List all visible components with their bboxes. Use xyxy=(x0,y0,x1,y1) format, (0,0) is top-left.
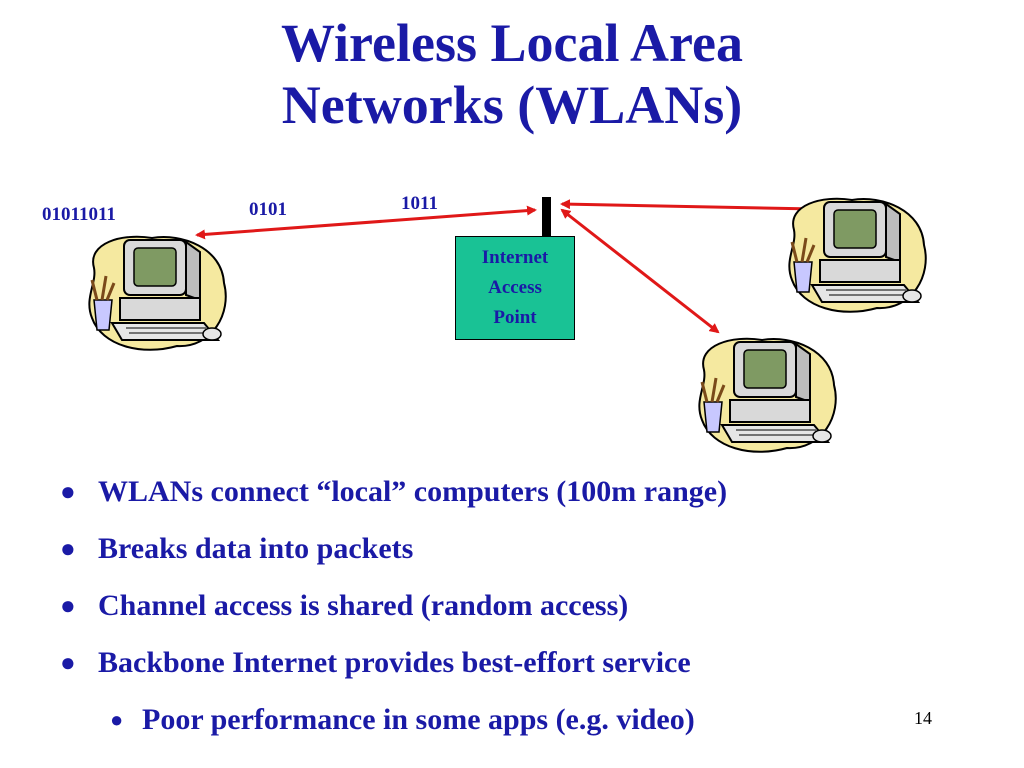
title-line-2: Networks (WLANs) xyxy=(281,75,743,135)
bullet-dot-icon: ● xyxy=(60,591,76,620)
bullet-list: ● WLANs connect “local” computers (100m r… xyxy=(60,470,960,755)
page-number: 14 xyxy=(914,708,932,728)
bullet-text: WLANs connect “local” computers (100m ra… xyxy=(98,475,728,508)
link-label-right: 1011 xyxy=(401,193,438,214)
access-point-line-1: Internet xyxy=(481,247,549,268)
access-point-box: Internet Access Point xyxy=(455,236,575,340)
bullet-text: Channel access is shared (random access) xyxy=(98,589,629,622)
link-arrow-bottom-right xyxy=(560,208,720,334)
bullet-item: ● Backbone Internet provides best-effort … xyxy=(60,641,960,698)
sub-bullet-item: ● Poor performance in some apps (e.g. vid… xyxy=(60,698,960,755)
link-arrow-top-right xyxy=(560,199,817,214)
title-line-1: Wireless Local Area xyxy=(281,13,743,73)
bullet-dot-icon: ● xyxy=(60,648,76,677)
bullet-item: ● WLANs connect “local” computers (100m r… xyxy=(60,470,960,527)
bullet-text: Backbone Internet provides best-effort s… xyxy=(98,646,691,679)
bullet-text: Poor performance in some apps (e.g. vide… xyxy=(142,703,695,736)
bullet-item: ● Channel access is shared (random access… xyxy=(60,584,960,641)
computer-icon xyxy=(82,228,232,363)
left-computer-bits: 01011011 xyxy=(42,204,116,225)
link-arrow-left xyxy=(195,205,537,240)
bullet-dot-icon: ● xyxy=(60,477,76,506)
bullet-dot-icon: ● xyxy=(110,707,124,732)
link-label-left: 0101 xyxy=(249,199,287,220)
access-point-line-3: Point xyxy=(493,307,537,328)
access-point-line-2: Access xyxy=(488,277,542,298)
bullet-item: ● Breaks data into packets xyxy=(60,527,960,584)
wlan-diagram: 01011011 0101 1011 Internet Access Point xyxy=(42,190,932,453)
computer-icon xyxy=(782,190,932,325)
antenna-icon xyxy=(542,197,551,239)
bullet-text: Breaks data into packets xyxy=(98,532,414,565)
bullet-dot-icon: ● xyxy=(60,534,76,563)
computer-icon xyxy=(692,330,842,465)
slide-title: Wireless Local Area Networks (WLANs) xyxy=(0,12,1024,136)
link-arrows xyxy=(195,199,817,334)
